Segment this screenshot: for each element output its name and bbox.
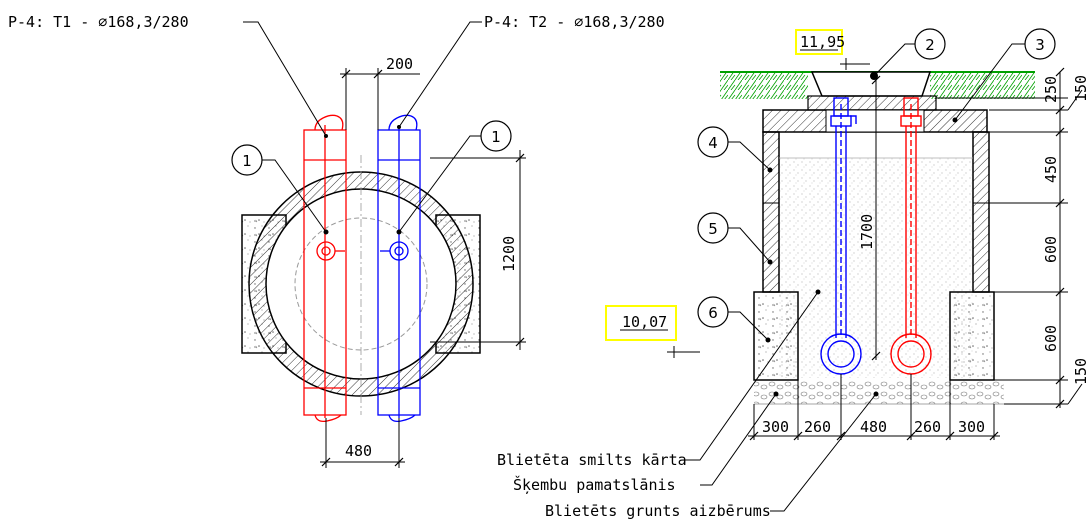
svg-text:1: 1: [242, 152, 252, 170]
legend-sand-layer: Blietēta smilts kārta: [497, 451, 687, 469]
svg-text:3: 3: [1035, 36, 1045, 54]
svg-text:5: 5: [708, 220, 718, 238]
gravel-base: [754, 380, 1004, 404]
dim-right-250: 250: [1042, 76, 1060, 103]
svg-text:2: 2: [925, 36, 935, 54]
pipe-t1-section: [890, 97, 932, 375]
dim-bottom-260-right: 260: [914, 418, 941, 436]
grass-right: [930, 73, 1035, 99]
dim-right-600a: 600: [1042, 236, 1060, 263]
pipe-t1-label: P-4: T1 - ⌀168,3/280: [8, 13, 189, 31]
dim-right-150-top: 150: [1072, 75, 1088, 102]
dim-right-600b: 600: [1042, 325, 1060, 352]
level-top-highlight: [795, 29, 843, 55]
wall-right: [972, 131, 990, 293]
pipe-t2-plan: [377, 114, 421, 423]
dim-right-150-bottom: 150: [1072, 358, 1088, 385]
dim-bottom-300-right: 300: [958, 418, 985, 436]
base-block-right: [949, 291, 995, 381]
dim-480-label: 480: [345, 442, 372, 460]
level-top-label: 11,95: [800, 33, 845, 51]
wall-left: [762, 131, 780, 293]
pipe-t2-section: [820, 97, 862, 375]
dim-200-label: 200: [386, 55, 413, 73]
dim-bottom-260-left: 260: [804, 418, 831, 436]
level-bottom-highlight: [605, 305, 677, 341]
pipe-t2-label: P-4: T2 - ⌀168,3/280: [484, 13, 665, 31]
dim-right-450: 450: [1042, 156, 1060, 183]
grass-left: [720, 73, 808, 99]
base-block-left: [753, 291, 799, 381]
svg-text:4: 4: [708, 134, 718, 152]
section-view: 1700 11,95 10,07 2 3 4 5 6: [497, 28, 1088, 520]
legend-gravel-base: Šķembu pamatslānis: [513, 475, 676, 494]
plan-view: 200 1200 480 P-4: T1 - ⌀168,3/280 P-4: T…: [8, 13, 665, 468]
dim-bottom-480: 480: [860, 418, 887, 436]
svg-text:1: 1: [491, 128, 501, 146]
dim-1700-label: 1700: [858, 214, 876, 250]
legend-backfill: Blietēts grunts aizbērums: [545, 502, 771, 520]
dim-bottom-300-left: 300: [762, 418, 789, 436]
manhole-cover-outline: [294, 217, 428, 351]
level-bottom-label: 10,07: [622, 313, 667, 331]
pipe-t1-plan: [303, 114, 347, 423]
svg-text:6: 6: [708, 304, 718, 322]
dim-1200-label: 1200: [500, 236, 518, 272]
